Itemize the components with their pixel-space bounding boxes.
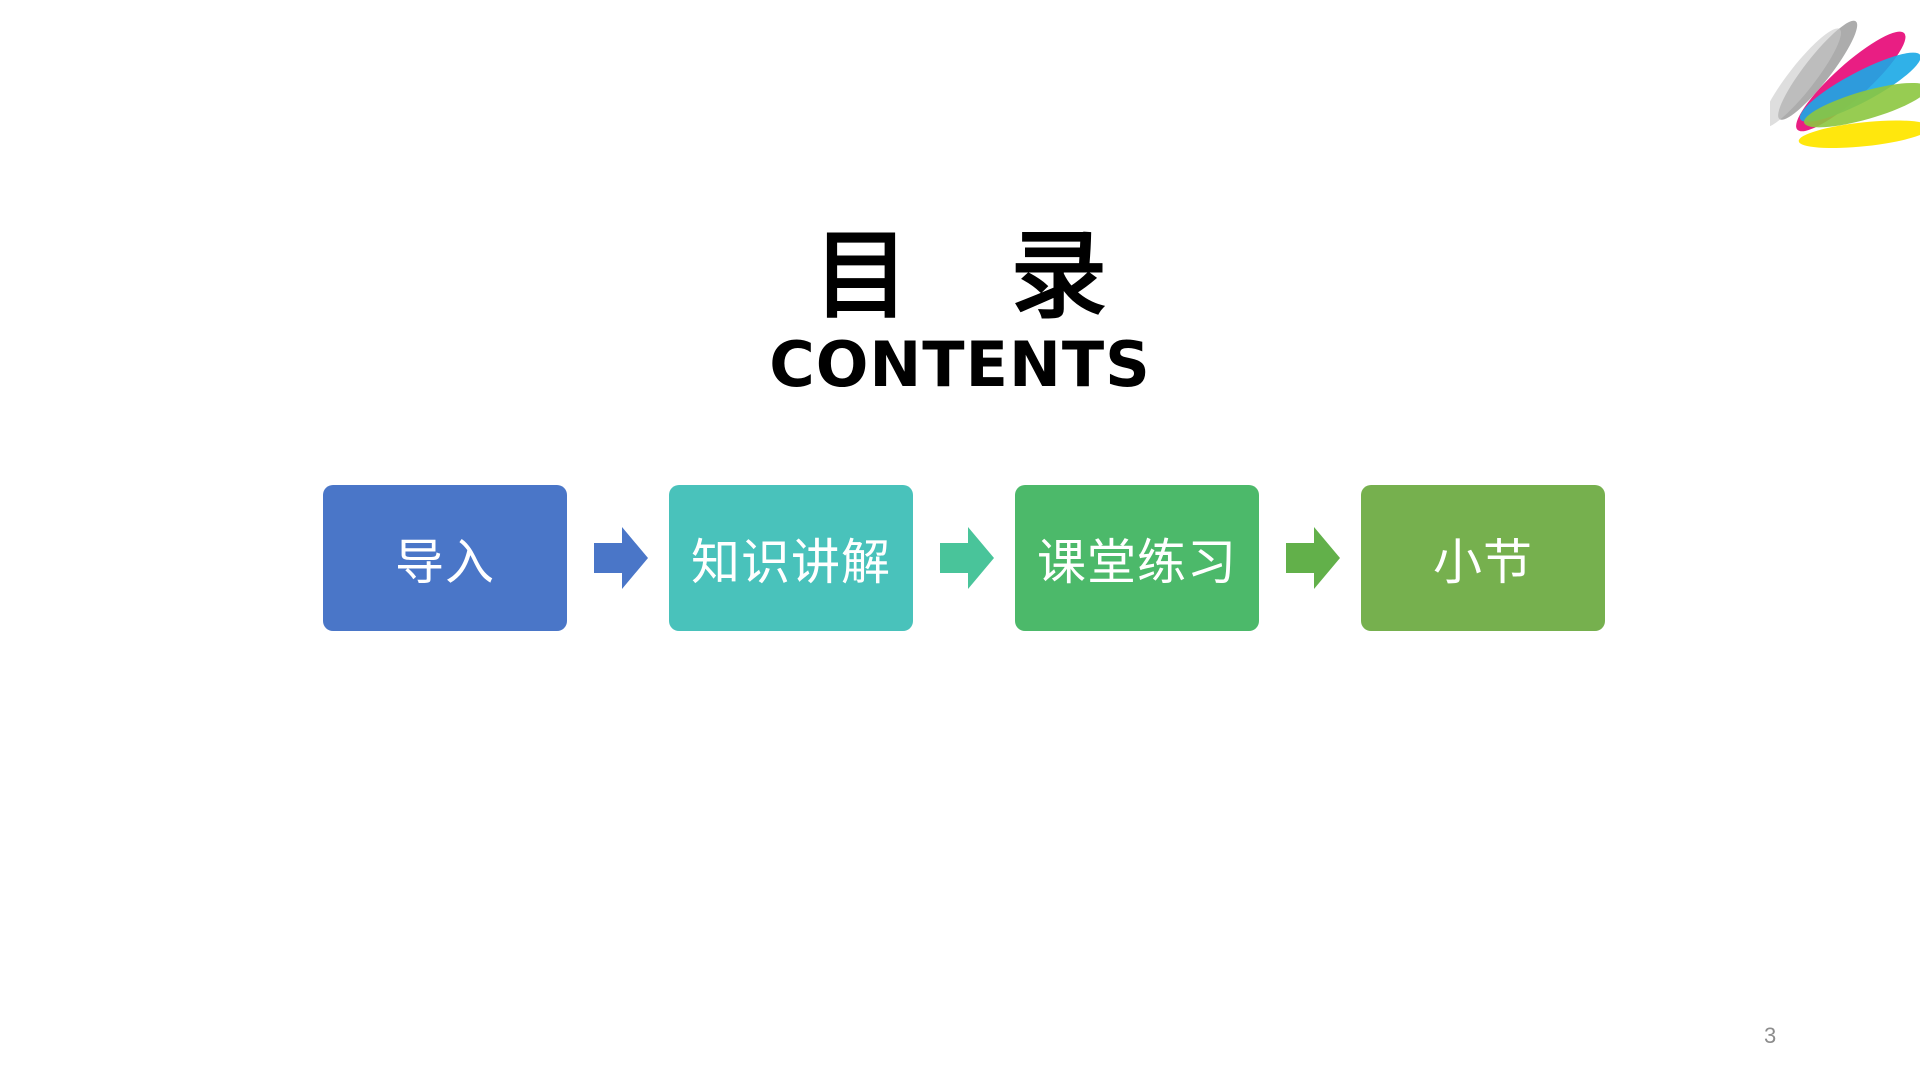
- slide-title-chinese: 目 录: [813, 220, 1141, 332]
- arrow-right-icon: [1286, 527, 1340, 589]
- page-number: 3: [1764, 1023, 1777, 1048]
- slide-title-english: CONTENTS: [769, 328, 1151, 401]
- step-intro[interactable]: 导入: [323, 485, 567, 631]
- step-practice[interactable]: 课堂练习: [1015, 485, 1259, 631]
- color-stripes-logo-icon: [1770, 20, 1920, 149]
- arrow-right-icon: [594, 527, 648, 589]
- step-summary[interactable]: 小节: [1361, 485, 1605, 631]
- arrow-right-icon: [940, 527, 994, 589]
- step-knowledge[interactable]: 知识讲解: [669, 485, 913, 631]
